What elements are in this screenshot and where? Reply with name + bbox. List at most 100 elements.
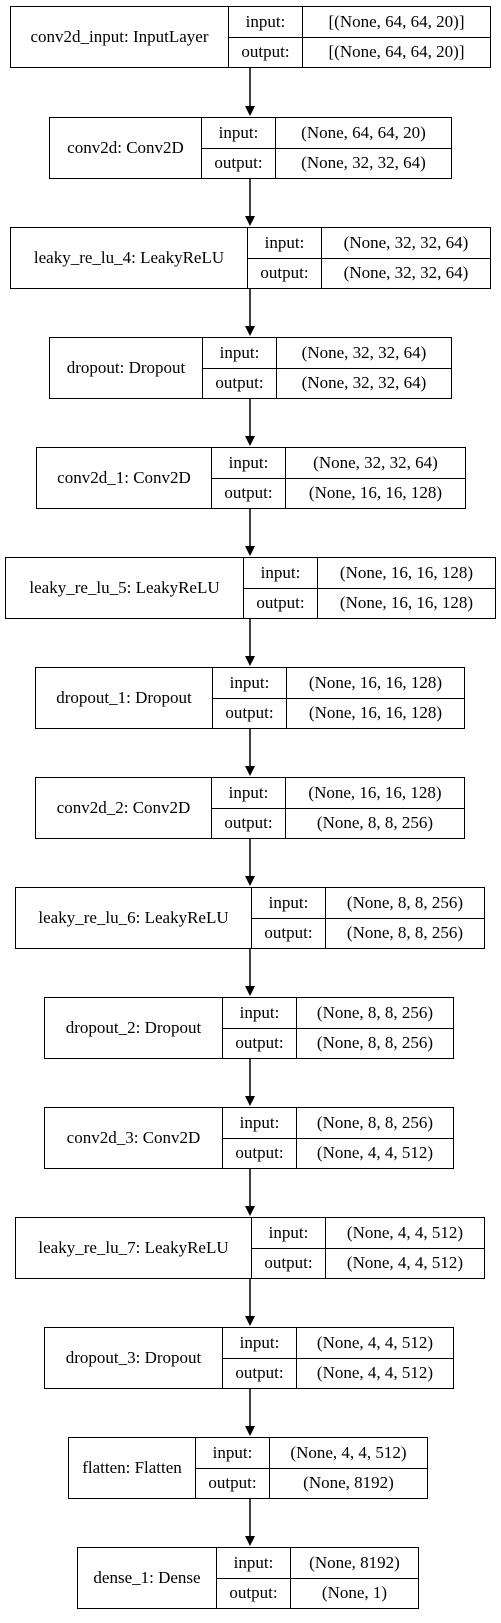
layer-ports: input:(None, 4, 4, 512)output:(None, 819… [196,1438,427,1498]
arrowhead-icon [245,1206,255,1216]
layer-name: leaky_re_lu_5: LeakyReLU [6,558,244,618]
input-shape-value: (None, 16, 16, 128) [339,562,474,582]
arrowhead-icon [245,766,255,776]
layer-ports: input:(None, 16, 16, 128)output:(None, 1… [244,558,495,618]
layer-ports: input:(None, 4, 4, 512)output:(None, 4, … [252,1218,484,1278]
input-shape-value: (None, 8, 8, 256) [346,892,464,912]
layer-name: dropout_3: Dropout [45,1328,223,1388]
output-label: output: [212,808,286,838]
output-label: output: [252,918,326,948]
layer-name: dense_1: Dense [78,1548,217,1608]
layer-name: conv2d_1: Conv2D [37,448,212,508]
input-label: input: [217,1548,291,1578]
input-label: input: [202,118,276,148]
layer-ports: input:(None, 32, 32, 64)output:(None, 16… [212,448,465,508]
output-shape-row: output:(None, 16, 16, 128) [213,697,464,728]
layer-ports: input:(None, 8, 8, 256)output: (None, 8, … [252,888,484,948]
output-shape-value: (None, 4, 4, 512) [316,1143,434,1163]
layer-name: leaky_re_lu_7: LeakyReLU [16,1218,252,1278]
output-shape-value: (None, 8, 8, 256) [316,813,434,833]
layer-ports: input: (None, 32, 32, 64) output: (None, 32… [248,228,490,288]
arrowhead-icon [245,436,255,446]
input-shape-value: (None, 32, 32, 64) [301,342,427,362]
input-label: input: [212,778,286,808]
input-label: input: [212,448,286,478]
arrowhead-icon [245,986,255,996]
input-shape-value: (None, 32, 32, 64) [343,232,469,252]
output-shape-row: output: (None, 32, 32, 64) [203,367,451,398]
input-label: input: [248,228,322,258]
output-label: output: [248,258,322,288]
output-shape-value: (None, 8, 8, 256) [346,923,464,943]
layer-name: dropout: Dropout [50,338,203,398]
output-shape-row: output:(None, 1) [217,1577,418,1608]
layer-ports: input:(None, 64, 64, 20)output:(None, 32… [202,118,451,178]
arrowhead-icon [245,656,255,666]
layer-name: dropout_2: Dropout [45,998,223,1058]
input-shape-value: (None, 8, 8, 256) [316,1112,434,1132]
output-label: output: [203,368,277,398]
input-shape-row: input: (None, 8, 8, 256) [223,1108,453,1138]
layer-ports: input:(None, 32, 32, 64)output: (None, 32… [203,338,451,398]
layer-ports: input:(None, 16, 16, 128)output:(None, 1… [213,668,464,728]
output-shape-row: output:(None, 4, 4, 512) [223,1357,453,1388]
layer-name: dropout_1: Dropout [36,668,213,728]
input-shape-row: input:(None, 32, 32, 64) [203,338,451,368]
output-shape-row: output:(None, 16, 16, 128) [244,587,495,618]
output-shape-row: output:(None, 8, 8, 256) [223,1027,453,1058]
input-shape-row: input:[(None, 64, 64, 20)] [229,7,490,37]
arrowhead-icon [245,216,255,226]
input-shape-row: input:(None, 8, 8, 256) [252,888,484,918]
input-shape-row: input:(None, 4, 4, 512) [252,1218,484,1248]
output-shape-row: output: [(None, 64, 64, 20)] [229,36,490,67]
input-shape-row: input:(None, 16, 16, 128) [213,668,464,698]
output-shape-row: output: (None, 4, 4, 512) [223,1137,453,1168]
output-label: output: [217,1578,291,1608]
output-shape-row: output: (None, 8, 8, 256) [212,807,464,838]
output-shape-value: (None, 32, 32, 64) [343,263,469,283]
input-label: input: [223,1108,297,1138]
input-label: input: [229,7,303,37]
output-label: output: [223,1138,297,1168]
output-shape-value: [(None, 64, 64, 20)] [328,42,465,62]
output-label: output: [212,478,286,508]
input-shape-row: input:(None, 64, 64, 20) [202,118,451,148]
input-shape-value: (None, 4, 4, 512) [290,1442,407,1462]
layer-ports: input:[(None, 64, 64, 20)]output: [(None,… [229,7,490,67]
arrowhead-icon [245,1536,255,1546]
input-shape-value: (None, 4, 4, 512) [346,1222,464,1242]
layer-name: conv2d_3: Conv2D [45,1108,223,1168]
input-label: input: [196,1438,270,1468]
output-shape-value: (None, 8192) [303,1473,394,1493]
output-shape-value: (None, 8, 8, 256) [316,1033,434,1053]
arrowhead-icon [245,546,255,556]
layer-name: flatten: Flatten [69,1438,196,1498]
arrowhead-icon [245,106,255,116]
output-label: output: [244,588,318,618]
layer-name: conv2d_input: InputLayer [11,7,229,67]
input-shape-value: (None, 16, 16, 128) [308,782,442,802]
input-label: input: [223,1328,297,1358]
output-shape-value: (None, 16, 16, 128) [308,483,443,503]
layer-ports: input: (None, 16, 16, 128) output: (None, 8… [212,778,464,838]
output-label: output: [229,37,303,67]
arrowhead-icon [245,1096,255,1106]
output-shape-value: (None, 4, 4, 512) [316,1363,434,1383]
input-shape-value: (None, 4, 4, 512) [316,1332,434,1352]
output-shape-row: output:(None, 4, 4, 512) [252,1247,484,1278]
layer-name: conv2d: Conv2D [50,118,202,178]
arrowhead-icon [245,1426,255,1436]
input-shape-value: (None, 16, 16, 128) [308,672,443,692]
output-shape-value: (None, 32, 32, 64) [301,373,427,393]
